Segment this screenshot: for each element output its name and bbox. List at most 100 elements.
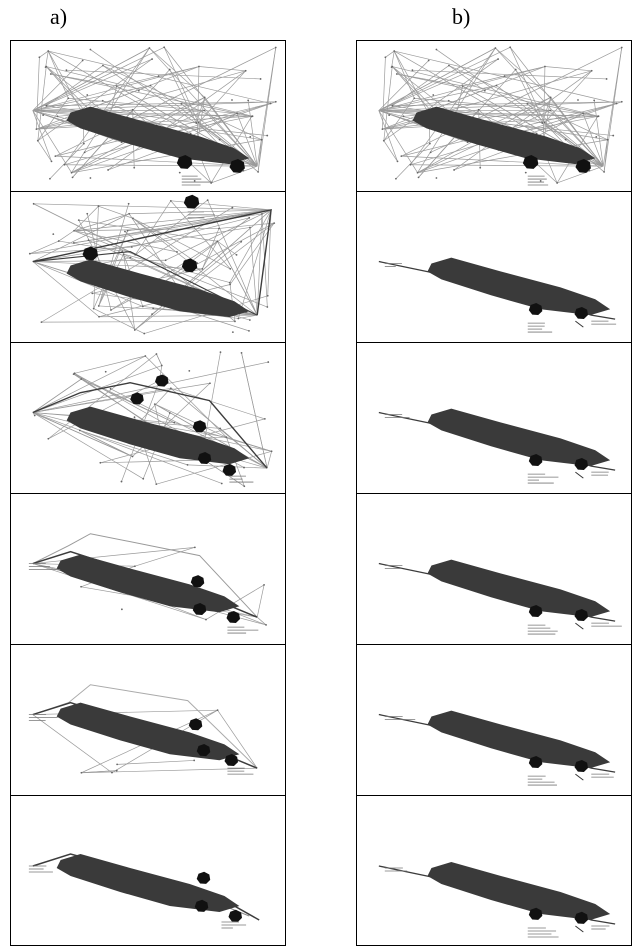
search-node bbox=[120, 608, 123, 611]
search-edge bbox=[378, 110, 418, 173]
search-edge bbox=[32, 412, 222, 484]
search-node bbox=[219, 351, 222, 354]
search-node bbox=[133, 166, 136, 169]
search-node bbox=[128, 212, 131, 215]
search-node bbox=[32, 202, 35, 205]
panel-b-6 bbox=[357, 796, 631, 947]
search-edge bbox=[90, 49, 220, 140]
search-edge bbox=[32, 378, 82, 413]
search-edge bbox=[81, 378, 175, 423]
search-edge bbox=[47, 50, 69, 99]
obstacle-shape bbox=[197, 451, 212, 465]
panel-diagram bbox=[378, 559, 622, 635]
search-edge bbox=[392, 66, 599, 117]
search-node bbox=[164, 259, 167, 262]
search-node bbox=[236, 112, 238, 115]
obstacle-shape bbox=[575, 159, 591, 173]
search-node bbox=[582, 112, 584, 115]
obstacle-shape bbox=[528, 907, 543, 920]
search-edge bbox=[149, 47, 205, 98]
search-edge bbox=[198, 70, 246, 123]
search-node bbox=[63, 163, 66, 166]
search-edge bbox=[383, 98, 415, 141]
search-node bbox=[101, 99, 104, 102]
search-node bbox=[606, 138, 609, 141]
search-node bbox=[87, 239, 90, 242]
search-node bbox=[497, 58, 499, 60]
search-node bbox=[612, 134, 615, 137]
search-node bbox=[82, 142, 85, 145]
search-node bbox=[225, 436, 228, 439]
search-node bbox=[99, 461, 102, 464]
search-node bbox=[91, 292, 94, 295]
search-edge bbox=[593, 100, 604, 167]
search-node bbox=[388, 114, 391, 116]
search-node bbox=[131, 108, 134, 111]
search-edge bbox=[74, 209, 272, 232]
search-edge bbox=[198, 66, 246, 72]
search-node bbox=[122, 253, 125, 255]
search-edge bbox=[45, 50, 49, 68]
search-node bbox=[428, 142, 431, 145]
search-node bbox=[35, 128, 38, 131]
search-edge bbox=[378, 60, 429, 111]
search-edge bbox=[393, 50, 430, 115]
search-edge bbox=[207, 200, 258, 316]
search-edge bbox=[247, 100, 258, 167]
search-node bbox=[396, 160, 399, 163]
search-edge bbox=[123, 253, 131, 258]
hull-shape bbox=[66, 106, 250, 165]
search-node bbox=[132, 217, 134, 220]
search-node bbox=[595, 135, 598, 138]
search-edge bbox=[32, 412, 133, 457]
search-node bbox=[49, 177, 51, 180]
search-edge bbox=[550, 110, 584, 114]
search-edge bbox=[73, 213, 130, 232]
search-edge bbox=[174, 422, 272, 452]
search-edge bbox=[74, 355, 146, 374]
obstacle-shape bbox=[528, 604, 543, 618]
search-node bbox=[435, 48, 438, 51]
search-node bbox=[381, 128, 384, 131]
search-node bbox=[152, 307, 155, 310]
search-node bbox=[142, 477, 145, 480]
candidate-path bbox=[32, 208, 272, 316]
search-edge bbox=[435, 107, 543, 124]
hull-shape bbox=[427, 710, 611, 769]
search-node bbox=[248, 319, 251, 321]
search-node bbox=[210, 182, 213, 184]
hull-shape bbox=[56, 854, 240, 912]
search-edge bbox=[37, 58, 153, 142]
search-node bbox=[244, 69, 247, 72]
search-edge bbox=[378, 101, 622, 111]
search-node bbox=[70, 171, 73, 174]
search-node bbox=[47, 437, 50, 440]
obstacle-shape bbox=[574, 911, 589, 924]
search-edge bbox=[32, 387, 171, 413]
search-node bbox=[186, 463, 189, 466]
search-edge bbox=[98, 205, 134, 219]
search-edge bbox=[383, 140, 398, 162]
search-node bbox=[110, 309, 112, 311]
search-node bbox=[111, 771, 113, 774]
search-node bbox=[615, 102, 618, 105]
search-edge bbox=[154, 403, 227, 438]
search-edge bbox=[165, 209, 272, 261]
search-node bbox=[417, 176, 420, 179]
search-node bbox=[249, 226, 251, 229]
search-node bbox=[80, 771, 83, 774]
search-node bbox=[400, 155, 403, 158]
hull-shape bbox=[66, 406, 250, 465]
search-node bbox=[231, 99, 233, 101]
search-node bbox=[577, 99, 579, 101]
search-edge bbox=[41, 321, 235, 323]
search-node bbox=[273, 222, 276, 224]
search-node bbox=[155, 483, 158, 486]
search-node bbox=[384, 56, 387, 59]
panel-diagram bbox=[378, 862, 616, 938]
search-node bbox=[107, 169, 109, 171]
search-edge bbox=[156, 353, 163, 366]
search-edge bbox=[89, 107, 197, 124]
obstacle-shape bbox=[155, 374, 169, 387]
search-node bbox=[65, 69, 68, 72]
